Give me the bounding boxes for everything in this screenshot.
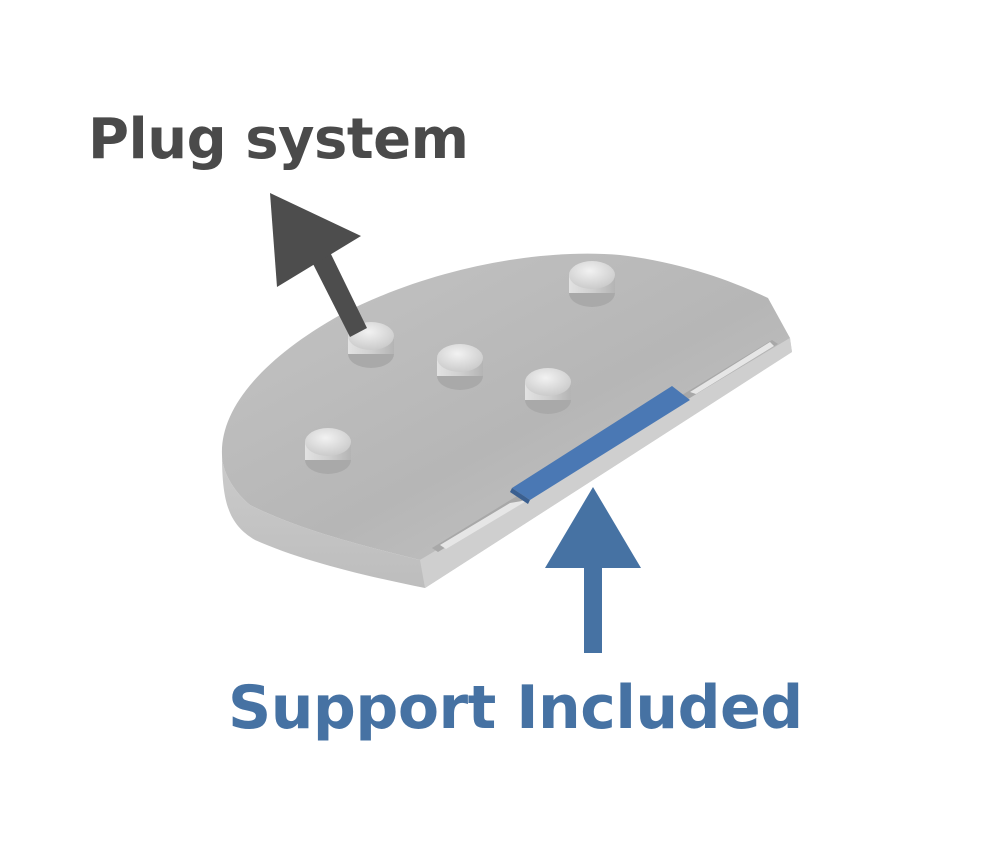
base-plate — [221, 253, 792, 588]
support-arrow-shaft — [584, 560, 602, 653]
peg — [569, 261, 615, 307]
plate-slot-inner-right — [690, 342, 774, 394]
peg — [437, 344, 483, 390]
plug-arrow-head — [270, 193, 361, 287]
plug-pegs — [305, 261, 615, 474]
support-arrow-head — [545, 487, 641, 568]
plug-arrow-shaft — [310, 248, 367, 337]
plug-arrow — [270, 193, 367, 337]
support-arrow — [545, 487, 641, 653]
plate-slot-inner — [440, 500, 528, 549]
plate-rim — [420, 338, 792, 588]
plug-system-label: Plug system — [88, 107, 469, 172]
peg — [525, 368, 571, 414]
support-included-label: Support Included — [228, 673, 803, 743]
support-strip — [510, 386, 690, 504]
peg — [305, 428, 351, 474]
